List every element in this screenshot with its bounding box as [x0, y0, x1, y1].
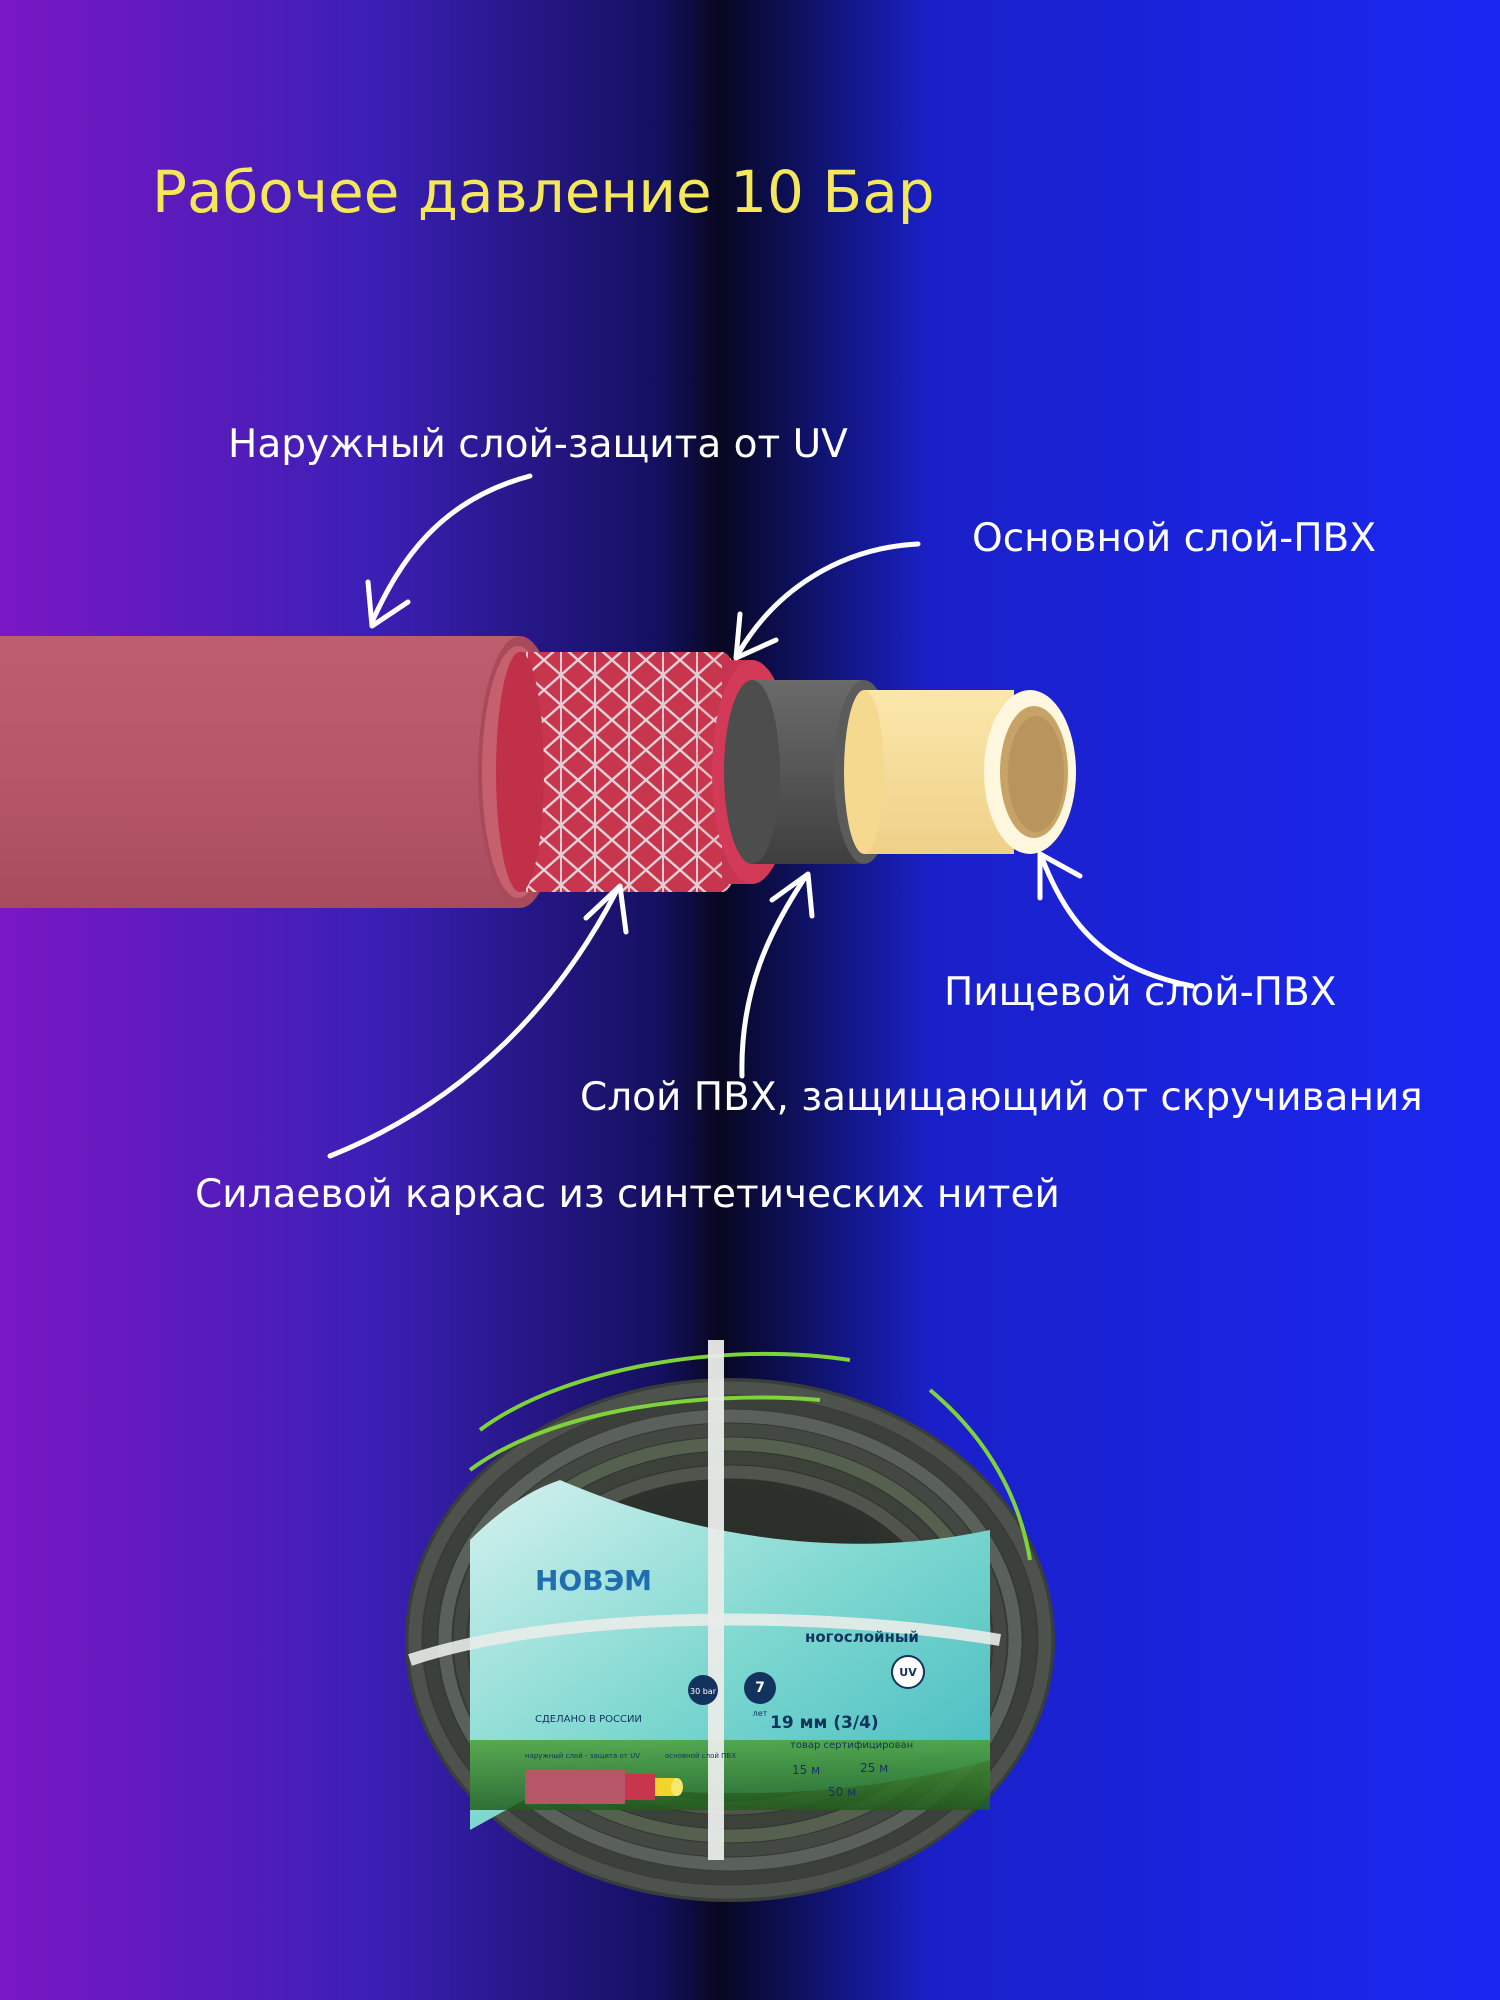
label-outer-layer: Наружный слой-защита от UV [228, 422, 848, 467]
product-type: ногослойный [805, 1628, 919, 1646]
pressure-badge: 30 bar [688, 1675, 718, 1705]
length-option-50: 50 м [828, 1785, 856, 1799]
frame-layer [496, 652, 748, 892]
arrow-frame-head [583, 883, 629, 935]
length-option-25: 25 м [860, 1761, 888, 1775]
warranty-badge: 7 лет [744, 1672, 776, 1718]
svg-text:30 bar: 30 bar [690, 1687, 717, 1696]
callout-arrows [327, 473, 1195, 1159]
mini-label-left: наружный слой - защита от UV [525, 1752, 640, 1760]
label-main-layer: Основной слой-ПВХ [972, 516, 1377, 561]
page-title: Рабочее давление 10 Бар [152, 158, 935, 226]
arrow-outer-head [365, 579, 411, 629]
arrow-main [735, 541, 921, 657]
svg-text:UV: UV [899, 1666, 917, 1679]
svg-text:лет: лет [753, 1709, 768, 1718]
arrow-twist-head [769, 871, 815, 919]
length-option-15: 15 м [792, 1763, 820, 1777]
arrow-outer [369, 473, 533, 625]
mini-label-right: основной слой ПВХ [665, 1752, 736, 1760]
hose-size: 19 мм (3/4) [770, 1713, 879, 1733]
label-twist-layer: Слой ПВХ, защищающий от скручивания [580, 1075, 1423, 1120]
hose-coil-product: НОВЭМ ногослойный СДЕЛАНО В РОССИИ 19 мм… [405, 1340, 1055, 1902]
arrow-twist [739, 873, 809, 1079]
brand-logo: НОВЭМ [535, 1564, 652, 1597]
label-frame-layer: Силаевой каркас из синтетических нитей [195, 1172, 1060, 1217]
uv-badge: UV [891, 1655, 925, 1689]
arrow-food [1039, 855, 1195, 989]
arrow-food-head [1037, 851, 1083, 901]
certified-text: товар сертифицирован [790, 1740, 913, 1751]
outer-layer [0, 636, 562, 908]
svg-text:7: 7 [755, 1680, 765, 1696]
arrow-main-head [733, 611, 779, 661]
arrow-frame [327, 889, 619, 1159]
label-food-layer: Пищевой слой-ПВХ [944, 970, 1337, 1015]
made-in-russia: СДЕЛАНО В РОССИИ [535, 1714, 642, 1725]
food-layer [844, 690, 1076, 854]
mini-hose-icon [525, 1770, 683, 1804]
